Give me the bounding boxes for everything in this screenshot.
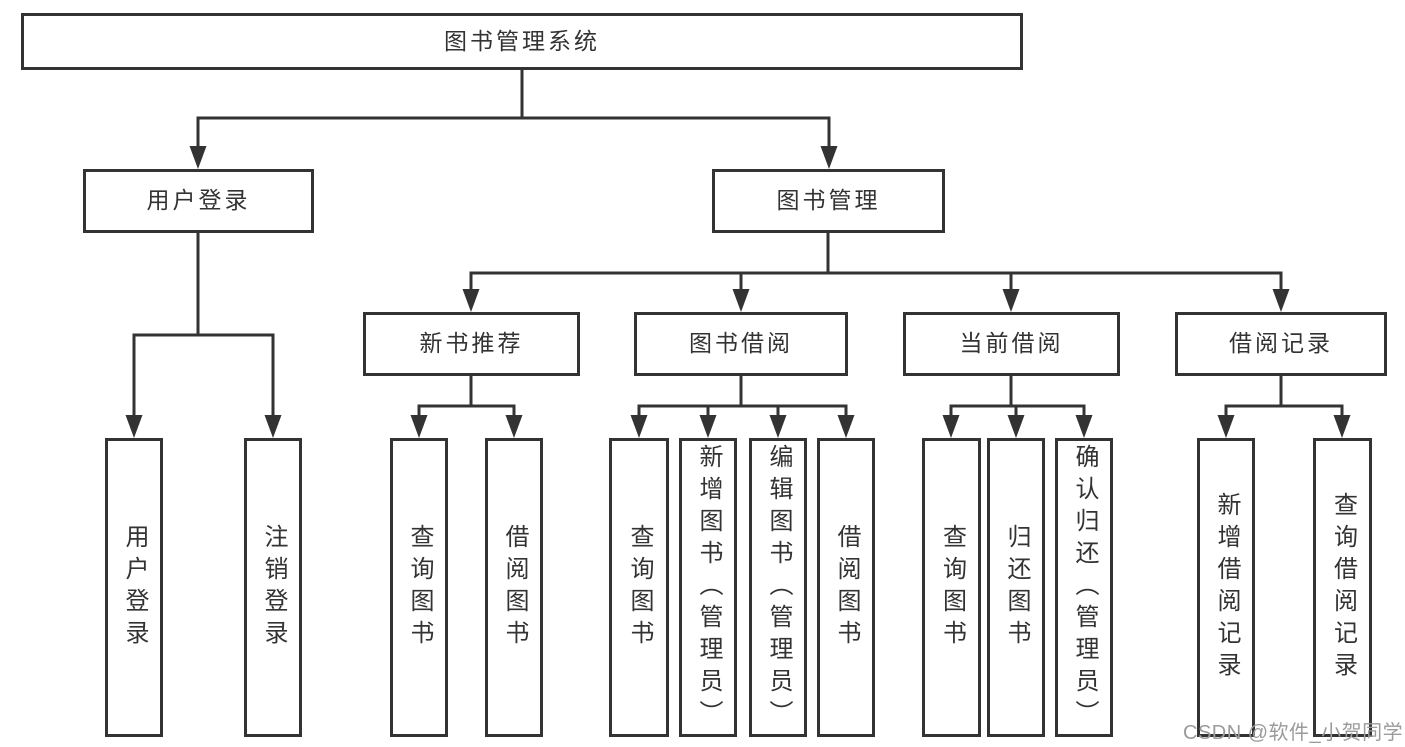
leaf-user-login: 用户登录 — [105, 438, 163, 737]
connector-current-borrowing-to-leaves — [949, 376, 1086, 416]
connector-user-login-to-leaves — [132, 233, 275, 416]
arrowhead-icon — [837, 415, 855, 438]
leaf-add-borrowing-record: 新增借阅记录 — [1197, 438, 1255, 737]
node-book-management: 图书管理 — [712, 169, 945, 233]
connector-book-borrowing-to-leaves — [637, 376, 848, 416]
arrowhead-icon — [410, 415, 428, 438]
arrowhead-icon — [125, 415, 143, 438]
arrowhead-icon — [1272, 289, 1290, 312]
arrowheads — [125, 146, 1351, 438]
arrowhead-icon — [769, 415, 787, 438]
connector-root-to-level2 — [196, 70, 831, 147]
node-new-book-recommendation: 新书推荐 — [363, 312, 580, 376]
node-user-login: 用户登录 — [83, 169, 314, 233]
arrowhead-icon — [942, 415, 960, 438]
leaf-confirm-return-admin: 确认归还（管理员） — [1055, 438, 1113, 737]
leaf-logout: 注销登录 — [244, 438, 302, 737]
node-library-management-system: 图书管理系统 — [21, 13, 1023, 70]
leaf-edit-books-admin: 编辑图书（管理员） — [749, 438, 807, 737]
arrowhead-icon — [1075, 415, 1093, 438]
leaf-query-books-recommend: 查询图书 — [390, 438, 448, 737]
leaf-query-borrowing-record: 查询借阅记录 — [1313, 438, 1372, 737]
connector-new-book-to-leaves — [417, 376, 516, 416]
leaf-query-books-current: 查询图书 — [922, 438, 981, 737]
arrowhead-icon — [630, 415, 648, 438]
arrowhead-icon — [820, 146, 838, 169]
leaf-query-books-borrowing: 查询图书 — [609, 438, 669, 737]
watermark-text: CSDN @软件_小贺同学 — [1183, 722, 1404, 744]
leaf-return-books: 归还图书 — [987, 438, 1045, 737]
connector-book-management-to-level3 — [469, 233, 1283, 290]
node-current-borrowing: 当前借阅 — [903, 312, 1120, 376]
arrowhead-icon — [264, 415, 282, 438]
leaf-borrow-books-recommend: 借阅图书 — [485, 438, 543, 737]
leaf-add-books-admin: 新增图书（管理员） — [679, 438, 737, 737]
arrowhead-icon — [1217, 415, 1235, 438]
arrowhead-icon — [732, 289, 750, 312]
arrowhead-icon — [699, 415, 717, 438]
arrowhead-icon — [1002, 289, 1020, 312]
connector-borrowing-records-to-leaves — [1224, 376, 1344, 416]
arrowhead-icon — [1007, 415, 1025, 438]
arrowhead-icon — [462, 289, 480, 312]
node-book-borrowing: 图书借阅 — [634, 312, 848, 376]
arrowhead-icon — [1333, 415, 1351, 438]
node-borrowing-records: 借阅记录 — [1175, 312, 1387, 376]
leaf-borrow-books-borrowing: 借阅图书 — [817, 438, 875, 737]
arrowhead-icon — [505, 415, 523, 438]
arrowhead-icon — [189, 146, 207, 169]
